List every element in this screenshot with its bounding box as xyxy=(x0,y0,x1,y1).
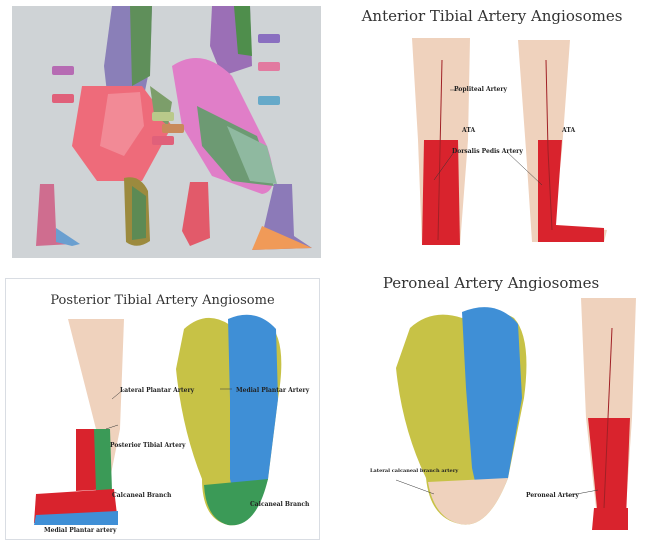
label-peroneal-artery: Peroneal Artery xyxy=(526,492,579,499)
label-dorsalis-pedis: Dorsalis Pedis Artery xyxy=(452,148,523,155)
tag-rose xyxy=(258,62,280,71)
label-calcaneal-branch-right: Calcaneal Branch xyxy=(250,501,309,508)
label-calcaneal-branch-left: Calcaneal Branch xyxy=(112,492,171,499)
label-lateral-calcaneal: Lateral calcaneal branch artery xyxy=(370,468,458,474)
tag-pink xyxy=(52,94,74,103)
tag-violet xyxy=(258,34,280,43)
label-medial-plantar: Medial Plantar Artery xyxy=(236,387,309,394)
tag-brown xyxy=(162,124,184,133)
label-ata-left: ATA xyxy=(462,127,475,134)
angiosome-overview-illustration xyxy=(12,6,321,258)
label-medial-plantar-bottom: Medial Plantar artery xyxy=(44,527,116,534)
angiosome-overview-panel xyxy=(12,6,321,258)
tag-olive xyxy=(152,112,174,121)
peroneal-panel: Peroneal Artery Angiosomes Lateral calca… xyxy=(336,268,646,538)
label-lateral-plantar: Lateral Plantar Artery xyxy=(120,387,194,394)
tag-red xyxy=(152,136,174,145)
anterior-tibial-panel: Anterior Tibial Artery Angiosomes Poplit… xyxy=(342,0,642,258)
peroneal-illustration xyxy=(336,268,646,538)
label-popliteal-artery: Popliteal Artery xyxy=(454,86,507,93)
label-posterior-tibial: Posterior Tibial Artery xyxy=(110,442,186,449)
tag-blue xyxy=(258,96,280,105)
posterior-tibial-panel: Posterior Tibial Artery Angiosome Latera… xyxy=(5,278,320,540)
label-ata-right: ATA xyxy=(562,127,575,134)
anterior-tibial-illustration xyxy=(342,0,642,258)
tag-purple xyxy=(52,66,74,75)
